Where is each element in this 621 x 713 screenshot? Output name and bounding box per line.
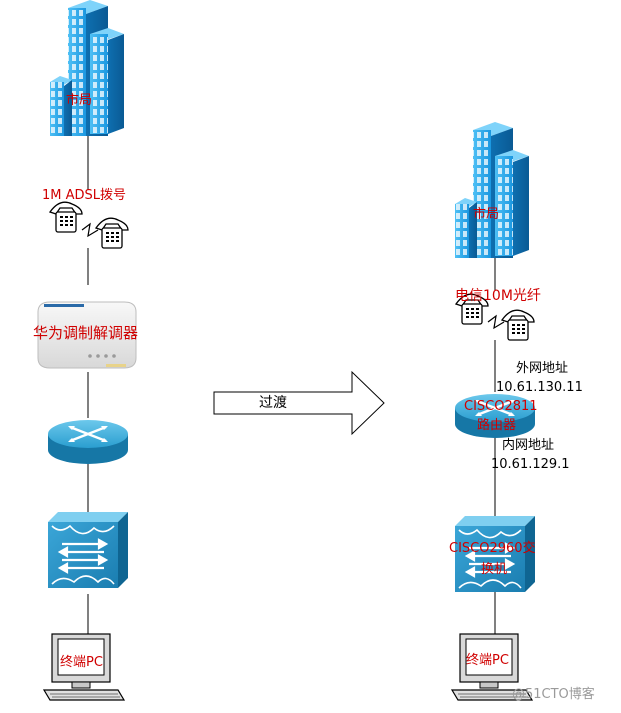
left-modem-label: 华为调制解调器 — [33, 324, 139, 342]
right-city-office-building-icon — [455, 122, 529, 258]
watermark: @51CTO博客 — [512, 687, 595, 702]
left-building-label: 市局 — [66, 93, 93, 108]
wan-address-title: 外网地址 — [516, 361, 569, 376]
left-switch-icon — [46, 510, 130, 590]
transition-arrow — [213, 370, 385, 436]
left-pc-label: 终端PC — [60, 655, 103, 670]
wan-address-ip: 10.61.130.11 — [496, 380, 583, 395]
left-modem-icon — [37, 301, 137, 369]
left-city-office-building-icon — [50, 0, 124, 136]
router-type-label: 路由器 — [477, 418, 517, 433]
right-building-label: 市局 — [473, 207, 500, 222]
switch-type-label: 换机 — [481, 562, 508, 577]
lan-address-title: 内网地址 — [502, 438, 555, 453]
right-pc-label: 终端PC — [466, 653, 509, 668]
lan-address-ip: 10.61.129.1 — [491, 457, 570, 472]
left-router-icon — [46, 418, 130, 466]
router-model-label: CISCO2811 — [464, 399, 538, 414]
left-link-label: 1M ADSL拨号 — [42, 188, 127, 203]
switch-model-label: CISCO2960交 — [449, 541, 536, 556]
right-link-label: 电信10M光纤 — [455, 288, 541, 304]
transition-label: 过渡 — [259, 395, 287, 411]
left-dialup-phones-icon — [49, 201, 129, 249]
